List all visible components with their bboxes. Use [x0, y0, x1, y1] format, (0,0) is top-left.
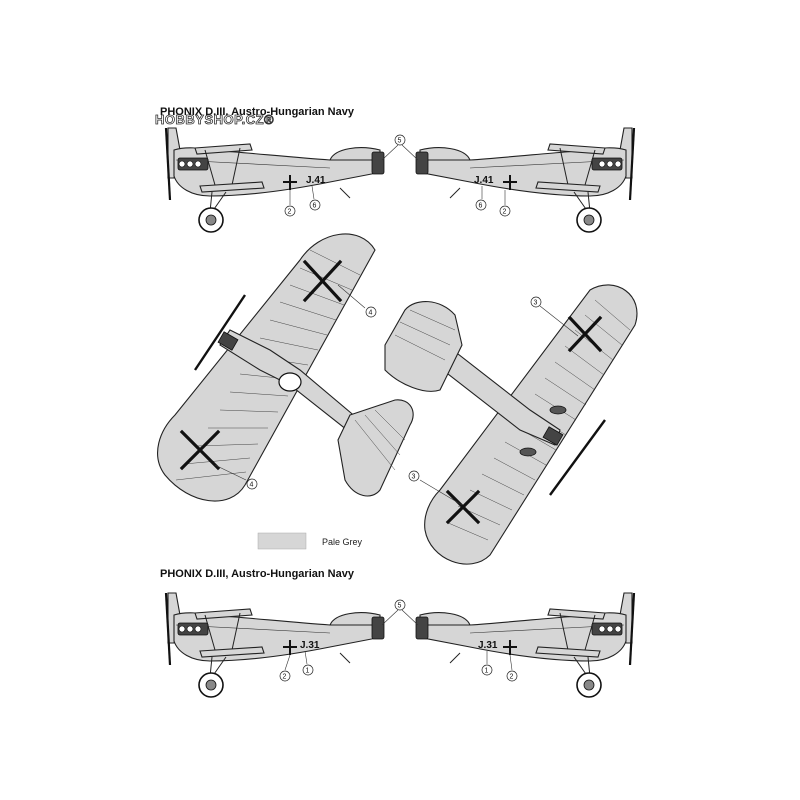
profile-right-j31 — [414, 591, 636, 699]
callout-marker: 3 — [534, 300, 538, 307]
planform-bottom-view: 3 3 — [384, 284, 638, 565]
callout-marker: 6 — [479, 203, 483, 210]
callout-marker: 4 — [250, 482, 254, 489]
callout-marker: 5 — [398, 138, 402, 145]
watermark: HOBBYSHOP.CZ® — [155, 112, 274, 127]
callout-marker: 1 — [306, 668, 310, 675]
callout-marker: 2 — [283, 674, 287, 681]
serial-code: J.31 — [300, 640, 320, 651]
serial-code: J.31 — [478, 640, 498, 651]
serial-code: J.41 — [306, 175, 326, 186]
callout-marker: 4 — [369, 310, 373, 317]
profile-right-j41 — [414, 126, 636, 234]
callout-marker: 1 — [485, 668, 489, 675]
callout-marker: 3 — [412, 474, 416, 481]
profile-title: PHONIX D.III, Austro-Hungarian Navy — [160, 568, 355, 580]
callout-marker: 2 — [503, 209, 507, 216]
profile-title: PHONIX D.III, Austro-Hungarian Navy — [160, 106, 355, 118]
planform-top-view: 4 4 — [157, 233, 414, 502]
profile-pair-top: PHONIX D.III, Austro-Hungarian Navy HOBB… — [155, 106, 636, 234]
profile-left-j31: J.31 2 1 — [164, 591, 386, 699]
profile-pair-bottom: PHONIX D.III, Austro-Hungarian Navy J.31… — [160, 568, 636, 699]
legend-swatch — [257, 532, 307, 550]
callout-marker: 6 — [313, 203, 317, 210]
callout-marker: 5 — [398, 603, 402, 610]
callout-marker: 2 — [288, 209, 292, 216]
legend-label: Pale Grey — [322, 537, 363, 547]
serial-code: J.41 — [474, 175, 494, 186]
color-legend: Pale Grey — [257, 532, 363, 550]
callout-marker: 2 — [510, 674, 514, 681]
profile-left-j41: J.41 2 6 — [164, 126, 386, 234]
